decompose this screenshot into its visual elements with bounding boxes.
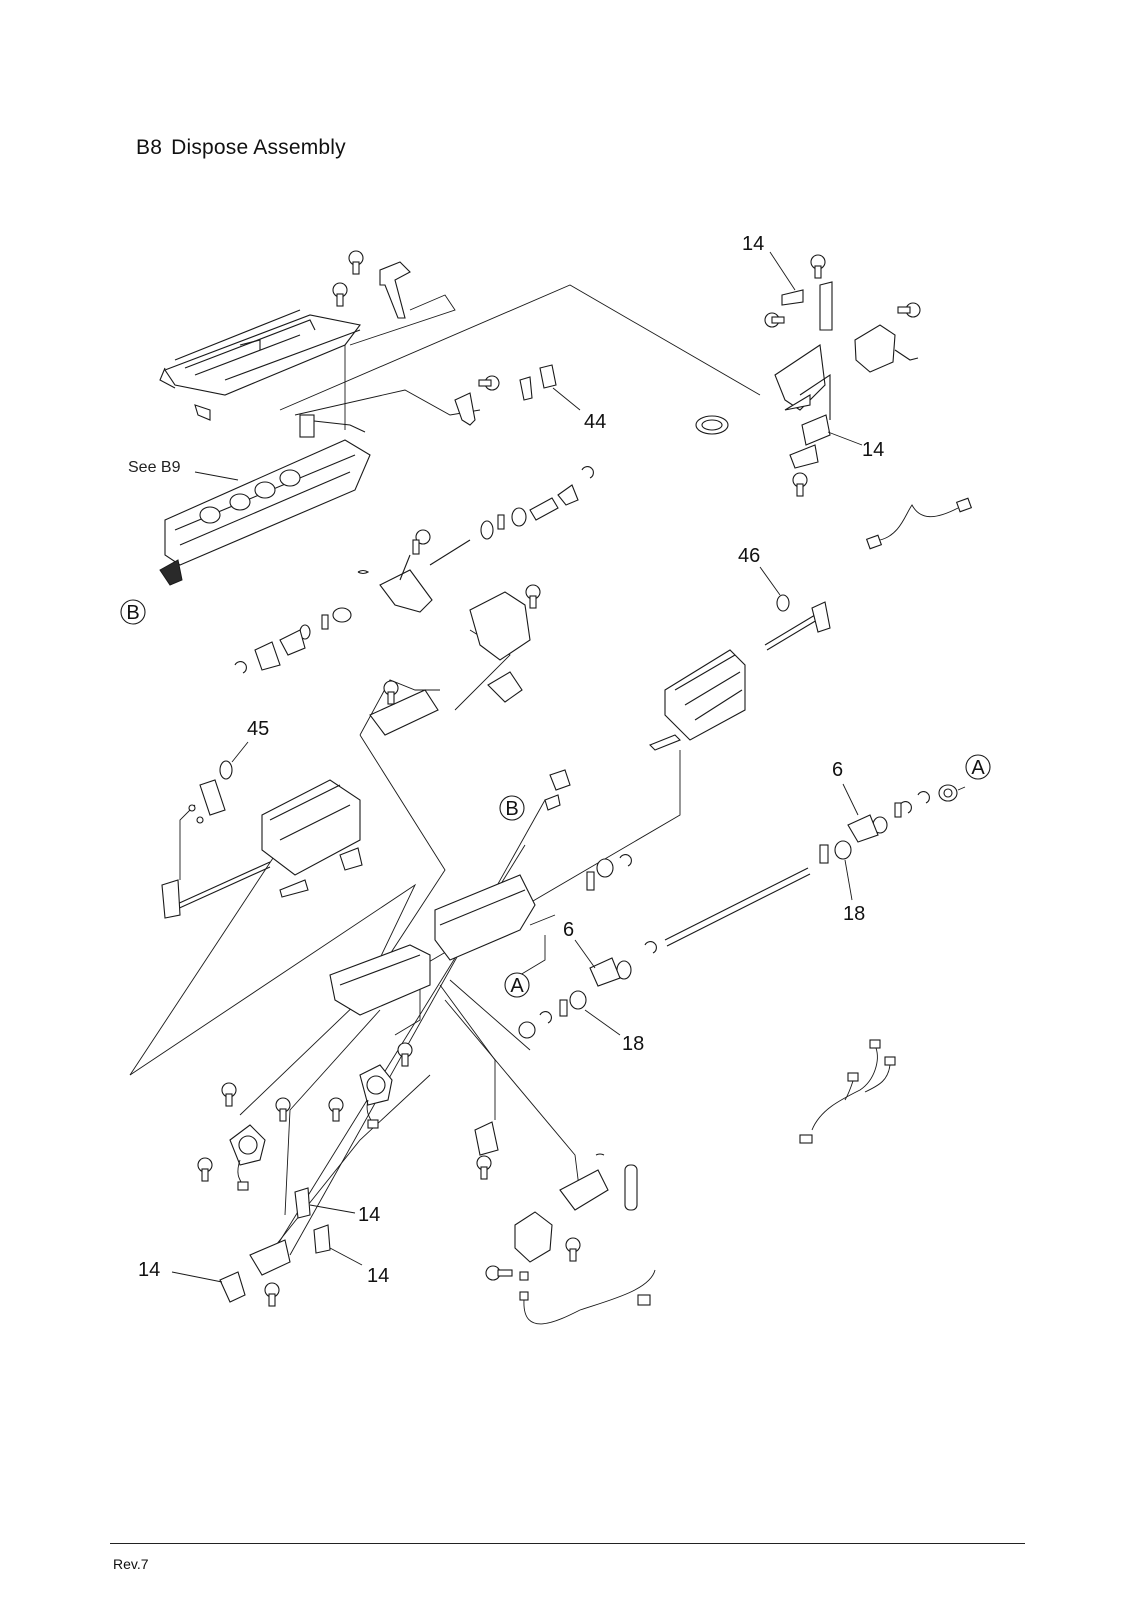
page-title: B8 Dispose Assembly	[136, 136, 346, 160]
n14-bottom-a-leader	[309, 1204, 356, 1214]
callout-14-bottom-c: 14	[138, 1259, 160, 1281]
section-title: Dispose Assembly	[171, 136, 346, 159]
n45-leader	[231, 741, 249, 763]
main-drive-shaft	[664, 867, 811, 947]
bracket-bottom-center	[474, 1121, 499, 1180]
gear-row-left	[234, 607, 352, 674]
svg-text:B: B	[126, 602, 139, 624]
ref-a-right-leader	[957, 786, 966, 791]
callout-44: 44	[584, 411, 606, 433]
screw-top-a	[348, 250, 364, 275]
section-code: B8	[136, 136, 163, 159]
motor-cable-bottom	[519, 1269, 656, 1325]
n44-leader	[552, 387, 581, 411]
sensor-bracket-44	[454, 364, 557, 426]
callout-6-right: 6	[832, 759, 843, 781]
n14-right-leader	[827, 431, 863, 446]
callout-6-center: 6	[563, 919, 574, 941]
side-frame-center	[329, 769, 571, 1016]
motor-bracket-top-right	[695, 254, 921, 497]
callout-45: 45	[247, 718, 269, 740]
stepper-motor-center	[359, 1064, 393, 1129]
n14-bottom-b-leader	[329, 1247, 363, 1266]
callout-14-bottom-b: 14	[367, 1265, 389, 1287]
n6-center-leader	[574, 939, 596, 969]
svg-text:B: B	[505, 798, 518, 820]
gear-set-right	[819, 784, 958, 864]
callout-14-top: 14	[742, 233, 764, 255]
cable-harness-right-top	[865, 497, 973, 550]
upper-paper-guide	[159, 309, 361, 421]
ref-circle-b-center: B	[499, 795, 525, 821]
cable-harness-right-bottom	[799, 1039, 896, 1144]
n18-right-leader	[844, 859, 853, 901]
n14-bottom-c-leader	[171, 1271, 223, 1283]
n6-right-leader	[842, 783, 859, 816]
revision-label: Rev.7	[113, 1556, 149, 1572]
exit-paper-guide-right	[649, 649, 746, 751]
guide-shaft-46	[764, 601, 831, 651]
bracket-center	[369, 584, 541, 736]
callout-46: 46	[738, 545, 760, 567]
exit-paper-guide-left	[161, 779, 363, 919]
callout-18-center: 18	[622, 1033, 644, 1055]
stepper-motor-left	[229, 1124, 266, 1191]
ref-circle-a-right: A	[965, 754, 991, 780]
drive-motor-bottom	[485, 1153, 638, 1281]
gear-bracket-center-left	[379, 554, 433, 613]
ref-circle-a-center: A	[504, 972, 530, 998]
screws-bottom-left	[197, 1042, 413, 1182]
callout-14-bottom-a: 14	[358, 1204, 380, 1226]
shaft-gear-row-upper	[357, 466, 594, 575]
svg-text:A: A	[971, 757, 985, 779]
paper-guide-lever	[379, 261, 411, 319]
svg-text:A: A	[510, 975, 524, 997]
footer-divider	[110, 1543, 1025, 1544]
sensor-bracket-bottom-left	[219, 1187, 331, 1307]
screw-top-b	[332, 282, 348, 307]
callout-14-right: 14	[862, 439, 884, 461]
gear-set-center	[518, 854, 657, 1039]
n46-leader	[759, 566, 781, 596]
lever-46	[776, 594, 790, 612]
lever-45	[219, 760, 233, 780]
n14-top-leader	[769, 251, 796, 291]
ref-circle-b-left: B	[120, 599, 146, 625]
n18-center-leader	[584, 1009, 621, 1036]
see-b9-label: See B9	[128, 459, 181, 476]
dispose-frame-assembly	[159, 414, 371, 586]
callout-18-right: 18	[843, 903, 865, 925]
see-b9-leader	[194, 471, 239, 481]
